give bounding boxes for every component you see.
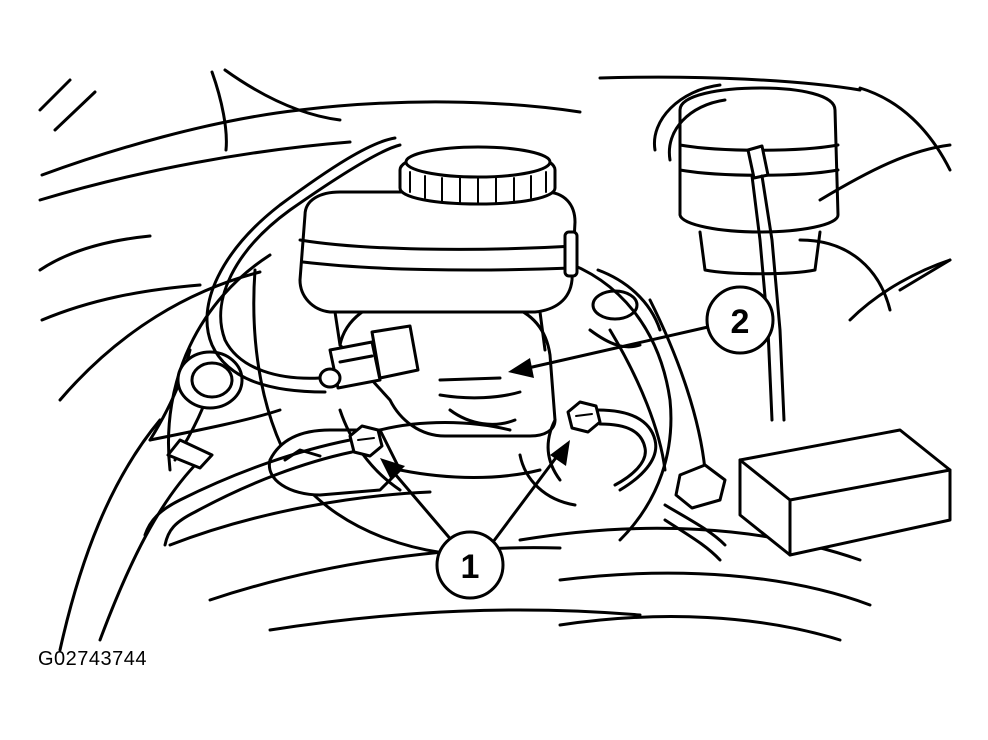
callout-1: 1	[435, 530, 505, 600]
fluid-reservoir	[298, 190, 579, 352]
callout-1-label: 1	[461, 548, 480, 586]
master-cylinder-body	[267, 298, 577, 507]
brake-line-fitting-left	[143, 424, 384, 547]
abs-modulator	[652, 83, 840, 422]
arrowhead-1a	[380, 458, 405, 480]
brake-line-fitting-right	[546, 400, 658, 492]
line-clip	[663, 463, 727, 562]
callout-leaders	[380, 325, 710, 544]
arrowhead-2	[508, 358, 534, 378]
arrowhead-1b	[550, 440, 570, 466]
callout-2: 2	[705, 285, 775, 355]
battery-box	[738, 143, 952, 557]
sensor-wiring	[205, 136, 402, 394]
callout-2-label: 2	[731, 303, 750, 341]
figure-id: G02743744	[38, 648, 148, 670]
reservoir-cap	[398, 145, 557, 206]
fluid-level-sensor-connector	[318, 324, 420, 390]
